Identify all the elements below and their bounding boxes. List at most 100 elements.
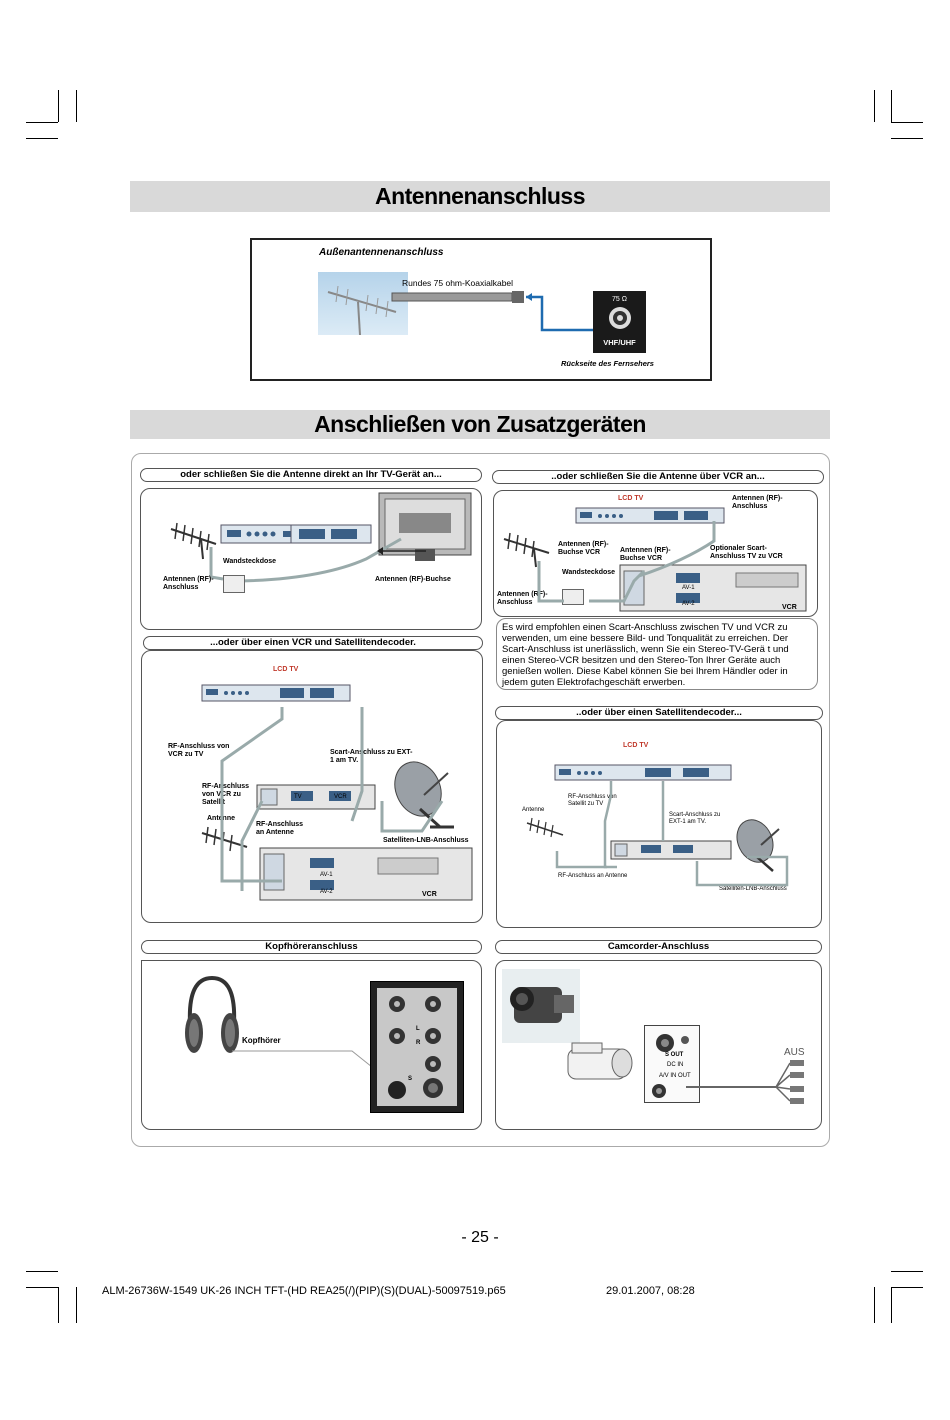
scart-ext1-label: Scart-Anschluss zu EXT-1 am TV.	[330, 749, 413, 764]
tv-rear-image	[378, 492, 472, 561]
av-cable	[686, 1060, 804, 1104]
rf-connection-label: Antennen (RF)-Anschluss	[163, 576, 214, 591]
antenna-icon	[526, 817, 564, 838]
tv-rear-strip-2	[290, 524, 372, 544]
tv-tag: TV	[294, 794, 302, 800]
rf-connection-label: Antennen (RF)-Anschluss	[497, 591, 548, 606]
crop-mark	[874, 1287, 875, 1323]
crop-mark	[76, 90, 77, 122]
crop-mark	[58, 90, 59, 122]
crop-mark	[26, 1271, 58, 1272]
panel-headphones: Kopfhörer L R S	[141, 960, 482, 1130]
rf-antenna-label: RF-Anschluss an Antenne	[256, 821, 304, 836]
rf-cables	[537, 521, 716, 603]
panel-sat-title: ..oder über einen Satellitendecoder...	[495, 706, 823, 720]
vcr-box	[259, 847, 473, 901]
vcr-label: VCR	[782, 604, 797, 611]
crop-mark	[26, 138, 58, 139]
panel-vcr-sat-title: ...oder über einen VCR und Satellitendec…	[143, 636, 483, 650]
tv-rear-strip	[201, 684, 351, 702]
antenna-label: Antenne	[522, 807, 545, 813]
panel-camcorder: S OUT DC IN A/V IN OUT AUS	[495, 960, 822, 1130]
section-title-devices: Anschließen von Zusatzgeräten	[130, 410, 830, 439]
av-jack-panel: L R S	[370, 981, 464, 1113]
vcr-tag: VCR	[334, 794, 347, 800]
wall-socket-label: Wandsteckdose	[562, 569, 616, 576]
antenna-icon	[170, 522, 217, 560]
wall-socket-label: Wandsteckdose	[223, 558, 277, 565]
optional-scart-label: Optionaler Scart-Anschluss TV zu VCR	[710, 545, 783, 560]
crop-mark	[26, 1287, 58, 1288]
crop-mark	[891, 90, 892, 122]
jack-r-label: R	[416, 1040, 421, 1046]
info-note: Es wird empfohlen einen Scart-Anschluss …	[496, 618, 818, 690]
av2-label: AV-2	[682, 601, 695, 607]
crop-mark	[76, 1287, 77, 1323]
crop-mark	[891, 138, 923, 139]
rf-cables	[209, 537, 426, 583]
rf-socket-vcr2-label: Antennen (RF)-Buchse VCR	[620, 547, 671, 562]
vhf-label: VHF/UHF	[603, 338, 636, 347]
av1-label: AV-1	[682, 585, 695, 591]
jack-l-label: L	[416, 1026, 420, 1032]
headphones-label: Kopfhörer	[242, 1036, 281, 1045]
av2-label: AV-2	[320, 889, 333, 895]
lcd-tv-label: LCD TV	[618, 495, 644, 502]
sat-decoder-box	[256, 784, 376, 810]
tv-rear-strip	[575, 507, 725, 524]
camcorder-jack-panel: S OUT DC IN A/V IN OUT	[644, 1025, 700, 1103]
info-text: Es wird empfohlen einen Scart-Anschluss …	[502, 622, 789, 688]
panel-camcorder-title: Camcorder-Anschluss	[495, 940, 822, 954]
sat-decoder-box	[610, 840, 732, 860]
crop-mark	[891, 1287, 892, 1323]
lcd-tv-label: LCD TV	[273, 666, 299, 673]
antenna-heading: Außenantennenanschluss	[319, 247, 444, 258]
section-title-antenna: Antennenanschluss	[130, 181, 830, 212]
headphones-icon	[185, 975, 239, 1053]
lcd-tv-label: LCD TV	[623, 742, 649, 749]
jack-s-label: S	[408, 1076, 413, 1082]
tv-rear-strip	[554, 764, 732, 781]
panel-vcr-sat: LCD TV RF-Anschluss von VCR zu TV Scart-…	[141, 650, 483, 923]
s-video-jack-icon	[656, 1034, 689, 1052]
vcr-label: VCR	[422, 891, 437, 898]
av1-label: AV-1	[320, 872, 333, 878]
ohm-label: 75 Ω	[612, 296, 627, 303]
page-number: - 25 -	[461, 1229, 499, 1246]
crop-mark	[58, 1287, 59, 1323]
coax-cable	[391, 291, 606, 334]
tv-back-panel: 75 Ω VHF/UHF	[593, 291, 646, 353]
panel-vcr-title: ..oder schließen Sie die Antenne über VC…	[492, 470, 824, 484]
antenna-icon	[327, 285, 397, 336]
footer-date: 29.01.2007, 08:28	[606, 1285, 695, 1297]
antenna-sky-image	[318, 272, 408, 335]
lnb-label: Satelliten-LNB-Anschluss	[383, 837, 469, 844]
rf-socket-icon	[608, 307, 631, 329]
rf-cables	[220, 707, 444, 891]
camcorder-photo-icon	[502, 969, 580, 1043]
lnb-label: Satelliten-LNB-Anschluss	[719, 886, 787, 892]
wall-socket-icon	[562, 589, 584, 605]
footer-file: ALM-26736W-1549 UK-26 INCH TFT-(HD REA25…	[102, 1285, 506, 1297]
rf-cables	[555, 781, 789, 887]
av-jacks-icon	[388, 996, 443, 1099]
antenna-diagram-box: Außenantennenanschluss Rundes 75 ohm-Koa…	[250, 238, 712, 381]
rf-sat-tv-label: RF-Anschluss von Satellit zu TV	[568, 794, 617, 807]
rf-vcr-tv-label: RF-Anschluss von VCR zu TV	[168, 743, 230, 758]
panel-direct-title: oder schließen Sie die Antenne direkt an…	[140, 468, 482, 482]
crop-mark	[891, 1287, 923, 1288]
crop-mark	[891, 122, 923, 123]
rf-connection-top-label: Antennen (RF)-Anschluss	[732, 495, 783, 510]
crop-mark	[891, 1271, 923, 1272]
satellite-dish-icon	[736, 819, 780, 872]
panel-vcr: LCD TV Antennen (RF)-Anschluss Antennen …	[493, 490, 818, 617]
crop-mark	[874, 90, 875, 122]
wall-socket-icon	[223, 575, 245, 593]
av-jack-icon	[652, 1084, 666, 1098]
panel-sat: LCD TV RF-Anschluss von Satellit zu TV A…	[496, 720, 822, 928]
rf-antenna-label: RF-Anschluss an Antenne	[558, 873, 628, 879]
satellite-dish-icon	[394, 761, 454, 829]
aus-label: AUS	[784, 1047, 805, 1058]
dc-in-label: DC IN	[667, 1062, 684, 1068]
av-in-out-label: A/V IN OUT	[659, 1073, 691, 1079]
